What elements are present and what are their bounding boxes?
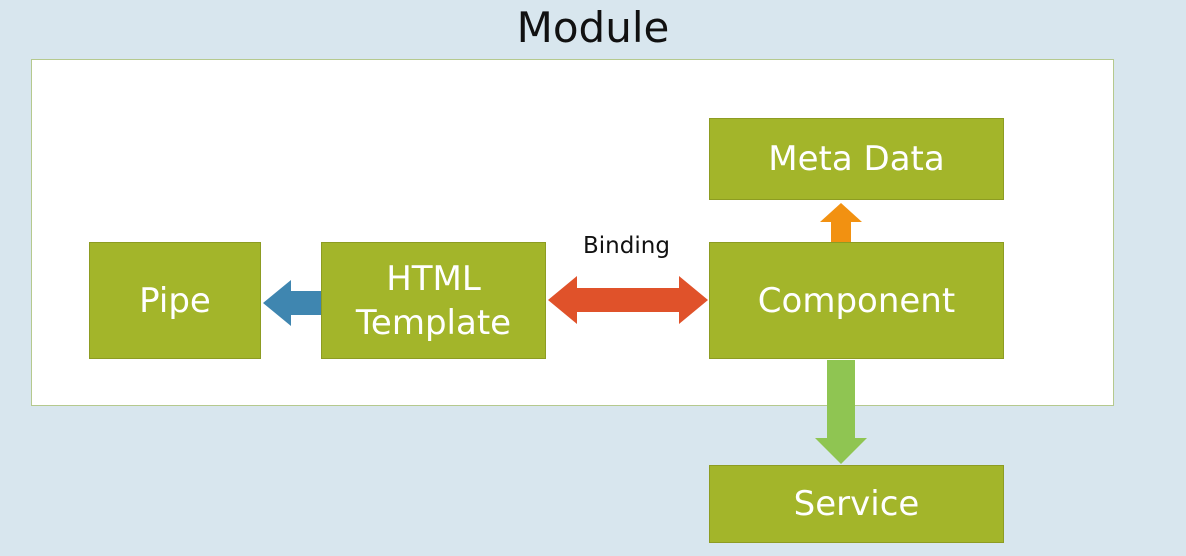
html-template-node: HTML Template xyxy=(321,242,546,359)
service-node-label: Service xyxy=(793,484,920,524)
service-node: Service xyxy=(709,465,1004,543)
meta-data-node: Meta Data xyxy=(709,118,1004,200)
html-template-node-label: HTML Template xyxy=(355,258,512,343)
arrow-template-to-pipe xyxy=(263,280,321,326)
meta-data-node-label: Meta Data xyxy=(768,139,945,179)
arrow-binding xyxy=(548,276,708,324)
component-node-label: Component xyxy=(757,280,956,321)
pipe-node-label: Pipe xyxy=(139,280,211,321)
pipe-node: Pipe xyxy=(89,242,261,359)
arrow-component-to-service xyxy=(815,360,867,464)
arrow-component-to-meta xyxy=(820,203,862,242)
component-node: Component xyxy=(709,242,1004,359)
binding-label: Binding xyxy=(583,233,670,259)
diagram-title: Module xyxy=(516,3,670,52)
